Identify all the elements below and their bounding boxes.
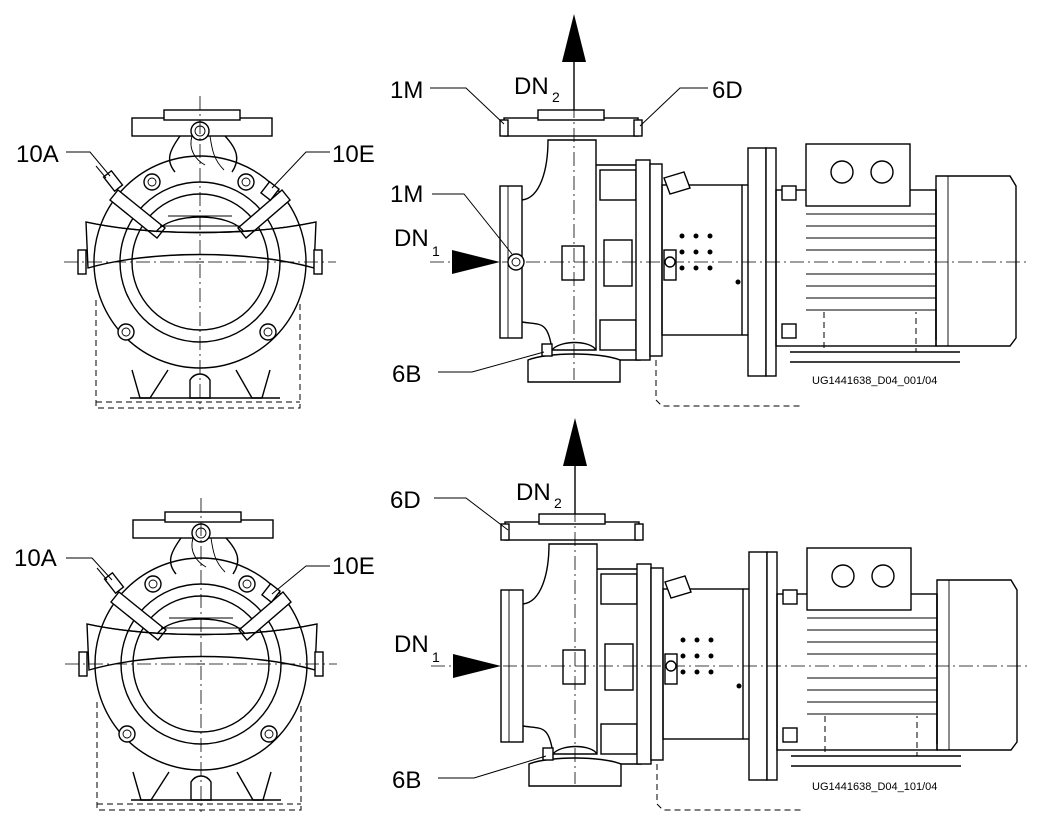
top-side-view <box>429 79 1031 407</box>
top-discharge-arrow <box>562 14 586 62</box>
top-drawing-ref: UG1441638_D04_001/04 <box>812 375 937 387</box>
bottom-label-dn1: DN <box>394 631 429 658</box>
top-label-6B: 6B <box>392 361 421 388</box>
top-label-dn2-sub: 2 <box>552 89 560 105</box>
bottom-side-view <box>430 483 1032 811</box>
bottom-label-6B: 6B <box>392 767 421 794</box>
top-suction-arrow <box>452 250 500 274</box>
top-label-10E: 10E <box>332 141 375 168</box>
bottom-label-dn2-sub: 2 <box>554 495 562 511</box>
bottom-label-6D: 6D <box>390 487 421 514</box>
top-label-10A: 10A <box>16 141 59 168</box>
top-front-view <box>63 95 337 411</box>
top-label-1M-side: 1M <box>390 181 423 208</box>
bottom-front-view <box>64 497 338 813</box>
bottom-label-10E: 10E <box>332 553 375 580</box>
bottom-label-dn2: DN <box>516 479 551 506</box>
top-label-1M-top: 1M <box>390 77 423 104</box>
bottom-drawing-ref: UG1441638_D04_101/04 <box>812 781 937 793</box>
bottom-suction-arrow <box>453 654 501 678</box>
top-label-dn2: DN <box>514 73 549 100</box>
top-label-6D: 6D <box>712 77 743 104</box>
bottom-label-10A: 10A <box>14 545 57 572</box>
bottom-discharge-arrow <box>563 418 587 466</box>
top-label-dn1-sub: 1 <box>432 243 440 259</box>
bottom-label-dn1-sub: 1 <box>432 649 440 665</box>
top-label-dn1: DN <box>394 225 429 252</box>
